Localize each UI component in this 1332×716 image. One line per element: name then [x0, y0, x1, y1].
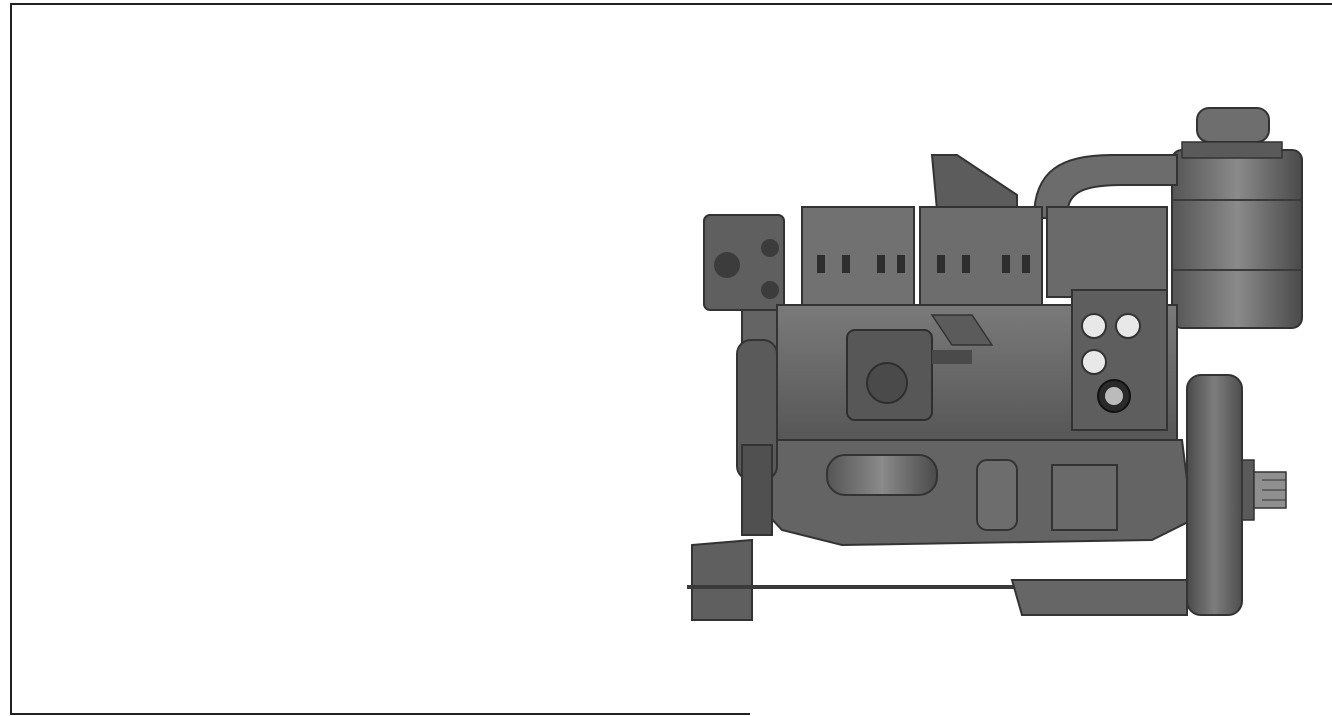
- top-border-line: [10, 3, 1332, 5]
- pulley-icon: [736, 339, 778, 536]
- air-filter-icon: [1171, 107, 1303, 329]
- starter-motor-icon: [826, 454, 1118, 531]
- valve-covers-icon: [801, 206, 1168, 308]
- intake-pipe-icon: [1032, 154, 1178, 219]
- oil-pan-icon: [750, 439, 1194, 547]
- left-border-line: [10, 3, 12, 713]
- bottom-border-line: [10, 713, 750, 715]
- lifting-bracket-icon: [930, 154, 1018, 211]
- flywheel-housing-icon: [1186, 374, 1287, 616]
- gauge-panel-icon: [1071, 289, 1168, 431]
- engine-illustration: [682, 100, 1332, 640]
- injection-pump-icon: [846, 314, 994, 421]
- mounting-feet-icon: [687, 538, 1188, 621]
